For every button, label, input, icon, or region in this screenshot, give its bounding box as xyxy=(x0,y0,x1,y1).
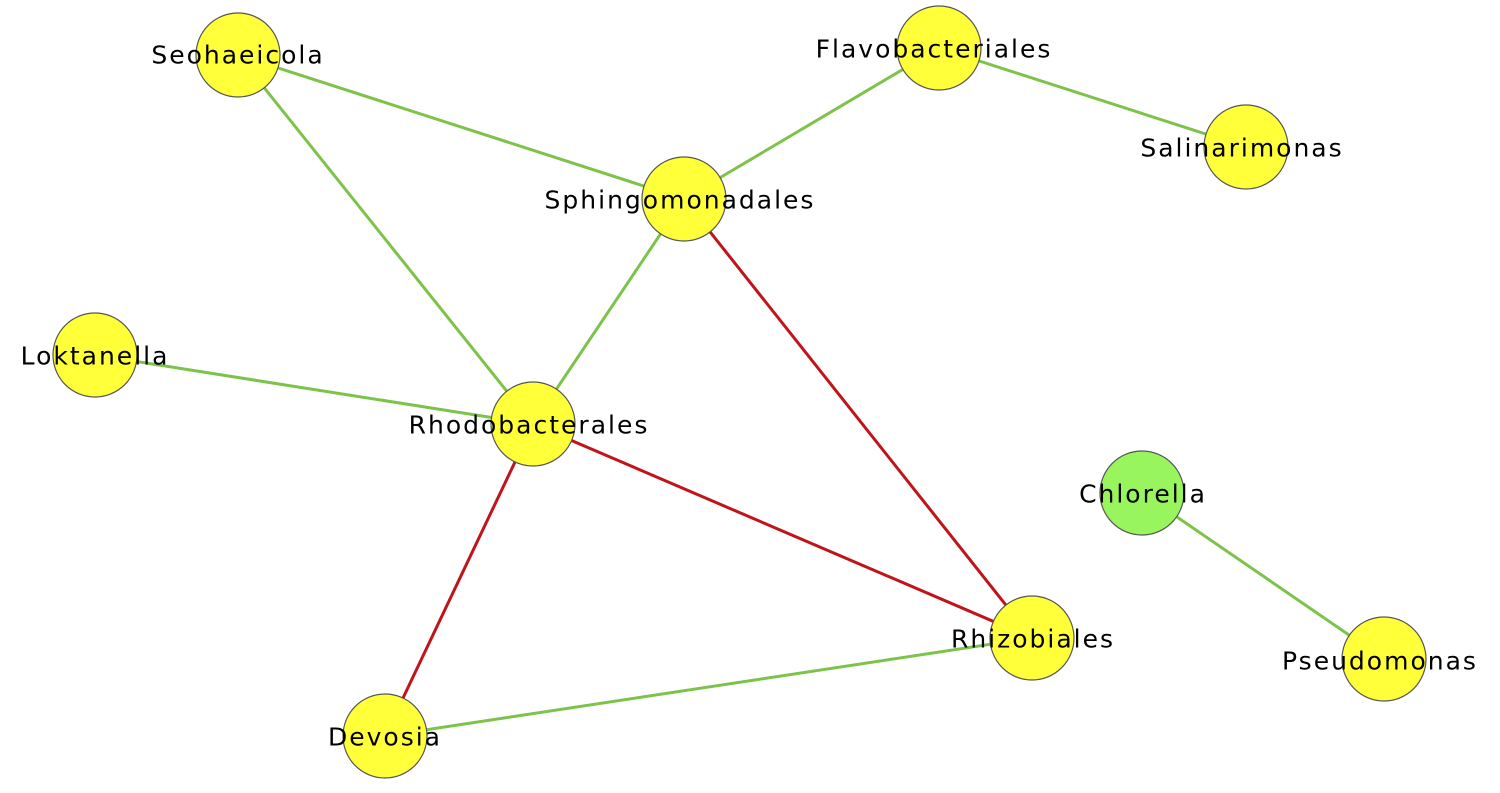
node-label-salinarimonas: Salinarimonas xyxy=(1140,134,1343,163)
node-circle-sphingomonadales[interactable] xyxy=(641,156,727,242)
node-devosia[interactable]: Devosia xyxy=(328,693,442,779)
node-seohaeicola[interactable]: Seohaeicola xyxy=(151,12,324,98)
node-circle-seohaeicola[interactable] xyxy=(195,12,281,98)
node-label-rhizobiales: Rhizobiales xyxy=(951,625,1115,654)
node-sphingomonadales[interactable]: Sphingomonadales xyxy=(545,156,816,242)
node-circle-rhizobiales[interactable] xyxy=(989,595,1075,681)
node-rhizobiales[interactable]: Rhizobiales xyxy=(951,595,1115,681)
edge-sphingomonadales-rhizobiales xyxy=(682,198,1034,639)
edge-chlorella-pseudomonas xyxy=(1141,491,1385,661)
node-label-chlorella: Chlorella xyxy=(1079,480,1207,509)
edge-sphingomonadales-rhodobacterales xyxy=(531,198,686,425)
node-circle-salinarimonas[interactable] xyxy=(1203,104,1289,190)
node-flavobacteriales[interactable]: Flavobacteriales xyxy=(816,5,1053,91)
node-circle-chlorella[interactable] xyxy=(1099,450,1185,536)
node-label-flavobacteriales: Flavobacteriales xyxy=(816,35,1053,64)
node-pseudomonas[interactable]: Pseudomonas xyxy=(1282,616,1478,702)
edge-flavobacteriales-salinarimonas xyxy=(938,46,1247,149)
node-chlorella[interactable]: Chlorella xyxy=(1079,450,1207,536)
edge-flavobacteriales-sphingomonadales xyxy=(683,46,940,201)
node-label-loktanella: Loktanella xyxy=(21,342,170,371)
node-label-devosia: Devosia xyxy=(328,723,442,752)
node-label-pseudomonas: Pseudomonas xyxy=(1282,647,1478,676)
edge-seohaeicola-sphingomonadales xyxy=(237,53,685,201)
node-circle-devosia[interactable] xyxy=(342,693,428,779)
node-label-seohaeicola: Seohaeicola xyxy=(151,41,324,70)
edge-seohaeicola-rhodobacterales xyxy=(236,54,535,425)
node-circle-loktanella[interactable] xyxy=(52,312,138,398)
edge-rhodobacterales-rhizobiales xyxy=(532,422,1033,640)
node-rhodobacterales[interactable]: Rhodobacterales xyxy=(409,381,650,467)
edge-loktanella-rhodobacterales xyxy=(94,353,534,426)
node-label-rhodobacterales: Rhodobacterales xyxy=(409,411,650,440)
edge-rhodobacterales-devosia xyxy=(383,423,535,737)
node-circle-flavobacteriales[interactable] xyxy=(896,5,982,91)
node-loktanella[interactable]: Loktanella xyxy=(21,312,170,398)
edge-layer xyxy=(94,46,1385,738)
node-salinarimonas[interactable]: Salinarimonas xyxy=(1140,104,1343,190)
node-layer: Seohaeicola FlavobacterialesSalinarimonas… xyxy=(21,5,1478,779)
edge-devosia-rhizobiales xyxy=(384,636,1033,738)
node-label-sphingomonadales: Sphingomonadales xyxy=(545,186,816,215)
node-circle-pseudomonas[interactable] xyxy=(1341,616,1427,702)
node-circle-rhodobacterales[interactable] xyxy=(490,381,576,467)
